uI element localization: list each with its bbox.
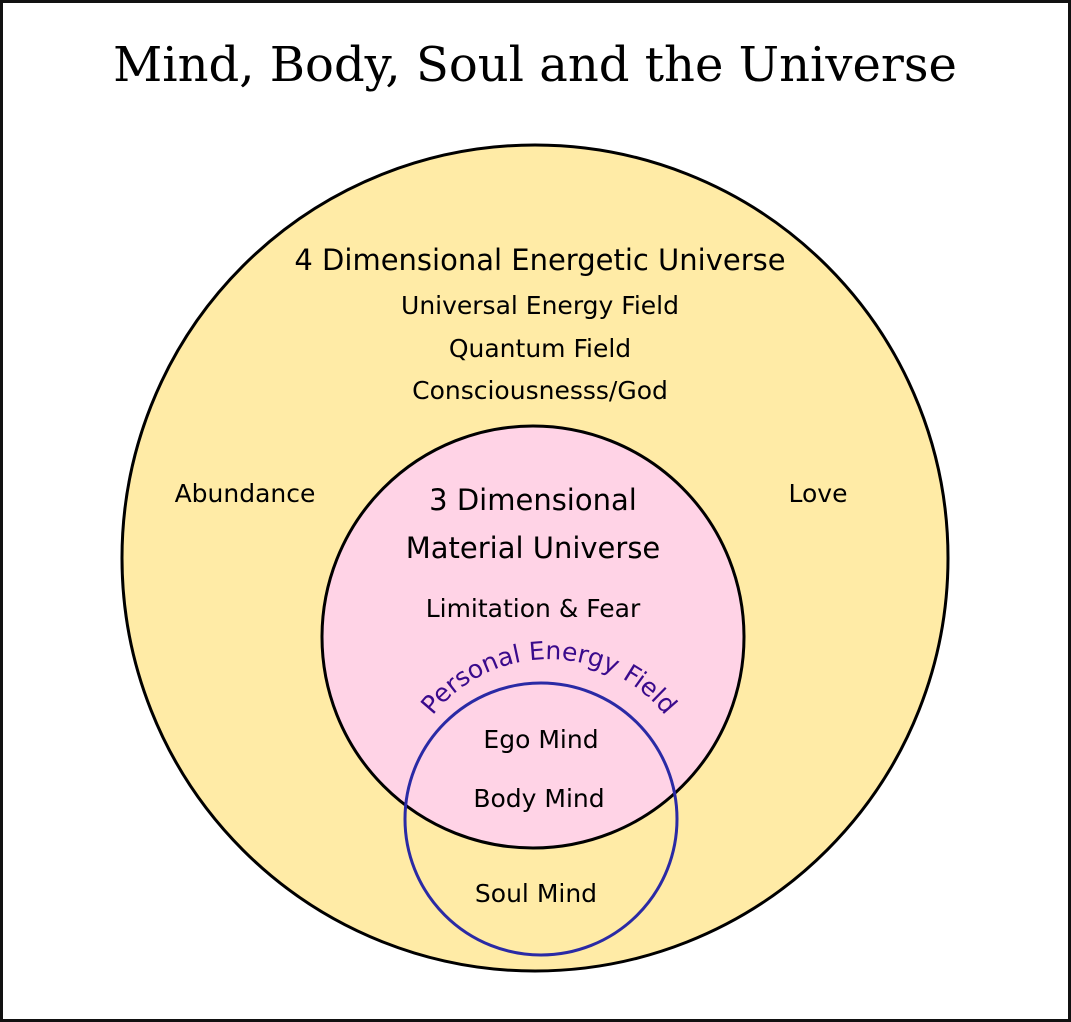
soul-mind-label: Soul Mind xyxy=(475,879,597,908)
personal-energy-field-circle xyxy=(403,681,679,957)
body-mind-label: Body Mind xyxy=(473,784,604,813)
inner-heading-line: 3 Dimensional xyxy=(429,483,637,517)
limitation-fear-label: Limitation & Fear xyxy=(426,594,641,623)
inner-heading-line: Material Universe xyxy=(406,531,661,565)
outer-heading: 4 Dimensional Energetic Universe xyxy=(294,243,785,277)
love-label: Love xyxy=(789,479,848,508)
diagram-title: Mind, Body, Soul and the Universe xyxy=(113,37,957,93)
abundance-label: Abundance xyxy=(175,479,316,508)
ego-mind-label: Ego Mind xyxy=(483,725,598,754)
outer-line: Universal Energy Field xyxy=(401,291,679,320)
venn-diagram: Mind, Body, Soul and the Universe 4 Dime… xyxy=(113,37,957,973)
outer-line: Quantum Field xyxy=(449,334,631,363)
outer-line: Consciousnesss/God xyxy=(412,376,668,405)
